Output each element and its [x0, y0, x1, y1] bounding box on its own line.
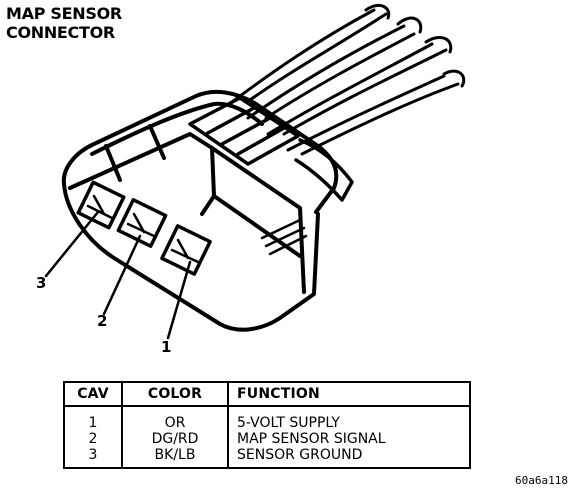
function-cell: SENSOR GROUND: [227, 447, 471, 469]
header-color: COLOR: [121, 381, 229, 407]
table-header-row: CAV COLOR FUNCTION: [63, 381, 471, 407]
leader-3: [44, 210, 100, 278]
map-sensor-connector-illustration: [44, 4, 466, 340]
cavity-1: [160, 224, 212, 276]
color-cell: DG/RD: [121, 431, 229, 447]
callout-3: 3: [36, 274, 47, 292]
table-row: 3 BK/LB SENSOR GROUND: [63, 447, 471, 469]
wire-bundle: [230, 4, 466, 156]
color-cell: OR: [121, 406, 229, 431]
cav-cell: 2: [63, 431, 123, 447]
function-cell: 5-VOLT SUPPLY: [227, 406, 471, 431]
cavity-3: [76, 180, 126, 230]
cavity-table: CAV COLOR FUNCTION 1 OR 5-VOLT SUPPLY 2 …: [63, 381, 471, 469]
function-cell: MAP SENSOR SIGNAL: [227, 431, 471, 447]
title-line-2: CONNECTOR: [6, 23, 115, 42]
figure-reference-code: 60a6a118: [515, 474, 568, 487]
connector-latch: [188, 96, 354, 202]
header-function: FUNCTION: [227, 381, 471, 407]
header-cav: CAV: [63, 381, 123, 407]
leader-2: [102, 234, 142, 316]
connector-side-ribs: [260, 218, 308, 256]
connector-cavities: [76, 180, 212, 276]
cav-cell: 1: [63, 406, 123, 431]
callout-1: 1: [161, 338, 172, 356]
leader-1: [166, 260, 192, 340]
diagram-title: MAP SENSOR CONNECTOR: [6, 4, 122, 42]
cav-cell: 3: [63, 447, 123, 469]
connector-body: [61, 89, 339, 332]
callout-2: 2: [97, 312, 108, 330]
color-cell: BK/LB: [121, 447, 229, 469]
callout-leaders: [44, 210, 192, 340]
title-line-1: MAP SENSOR: [6, 4, 122, 23]
table-row: 2 DG/RD MAP SENSOR SIGNAL: [63, 431, 471, 447]
cavity-2: [116, 198, 168, 248]
table-row: 1 OR 5-VOLT SUPPLY: [63, 406, 471, 431]
